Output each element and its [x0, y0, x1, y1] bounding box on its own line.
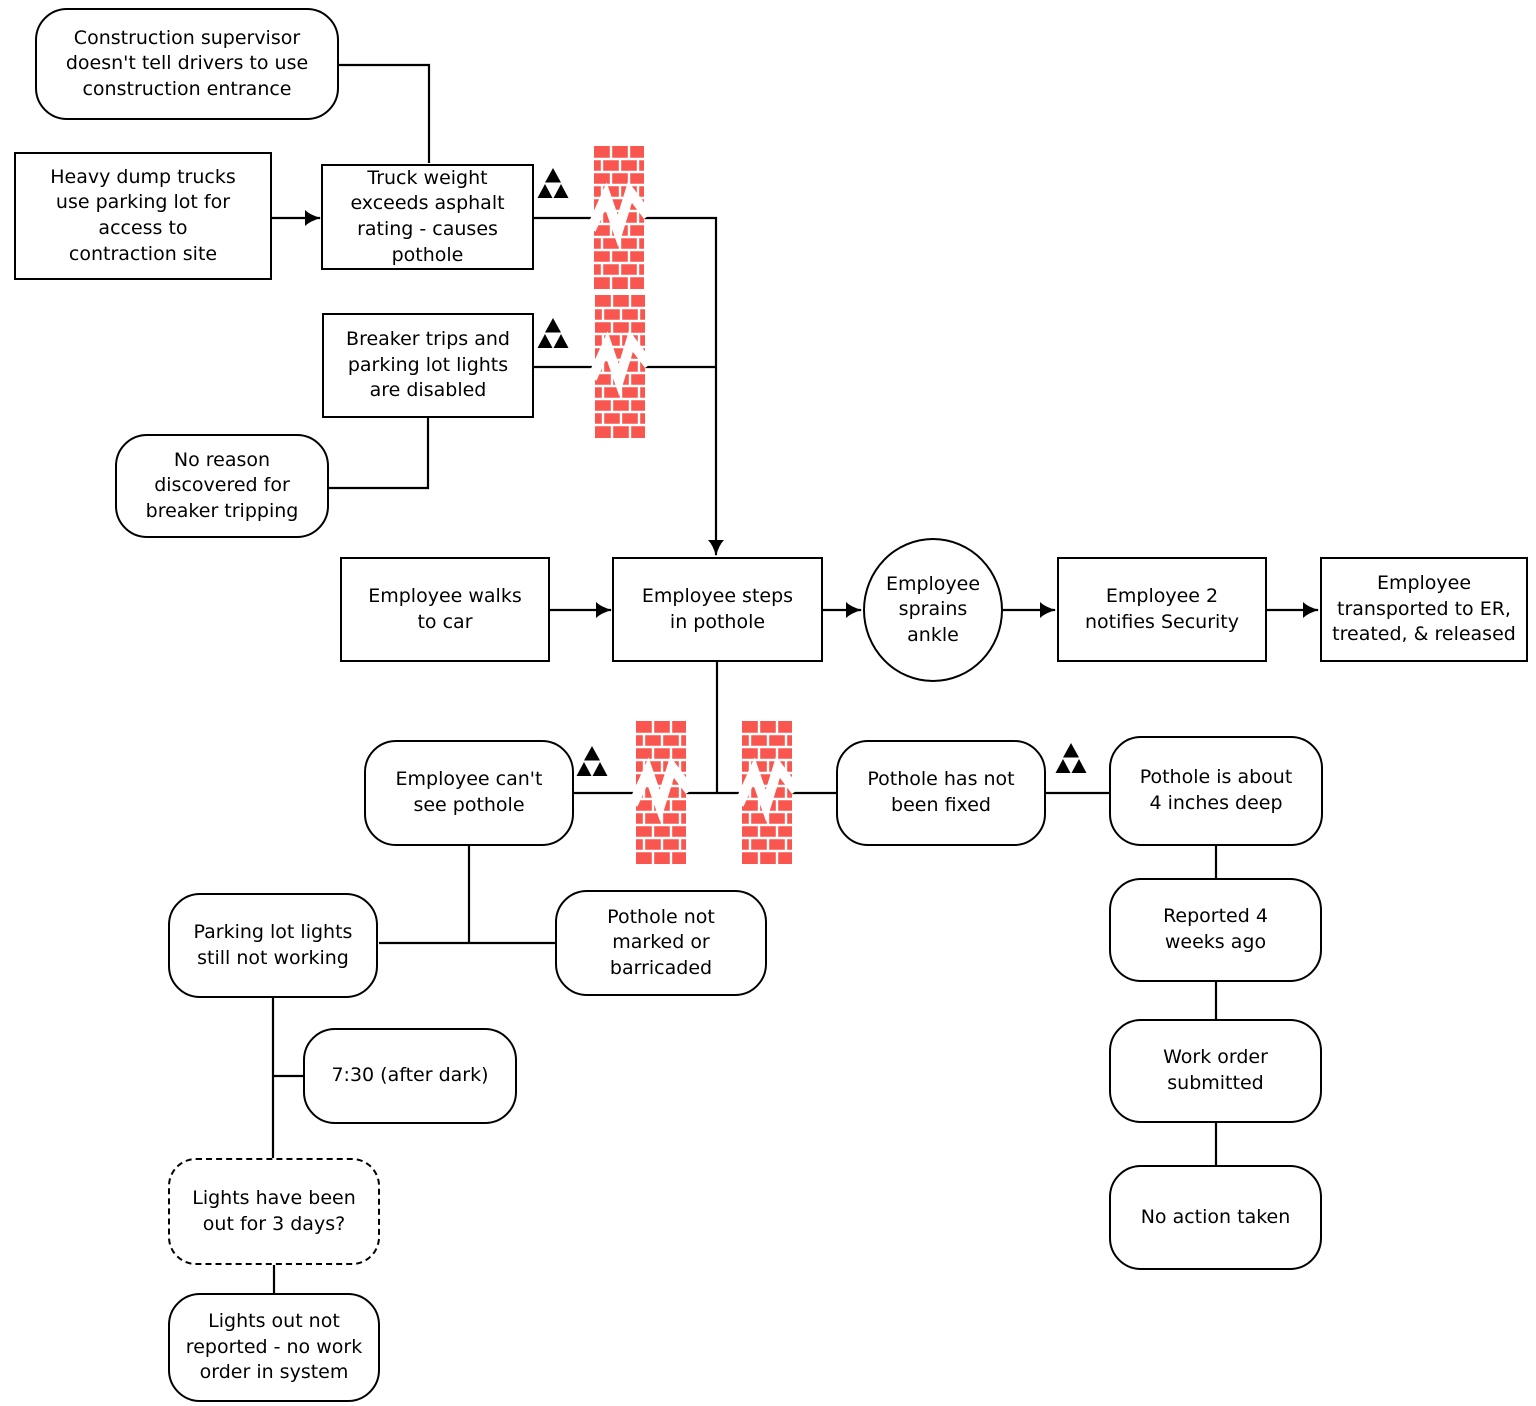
node-employee-steps: Employee steps in pothole [612, 557, 823, 662]
node-label: Lights out not reported - no work order … [185, 1310, 363, 1384]
brick-wall-barrier-icon [635, 721, 687, 864]
node-pothole-not-marked: Pothole not marked or barricaded [555, 890, 767, 996]
node-label: No reason discovered for breaker trippin… [145, 448, 299, 522]
node-label: Breaker trips and parking lot lights are… [346, 328, 510, 402]
node-employee-cant-see: Employee can't see pothole [364, 740, 574, 846]
brick-wall-barrier-icon [594, 295, 646, 438]
node-label: Employee sprains ankle [885, 572, 981, 646]
connector-supervisor-to-truckweight [339, 63, 431, 163]
node-label: Employee steps in pothole [641, 584, 794, 633]
node-lights-not-reported: Lights out not reported - no work order … [168, 1293, 380, 1402]
triple-triangle-icon [537, 318, 569, 348]
connector-breaker-to-noreason [329, 418, 430, 490]
node-label: Pothole is about 4 inches deep [1139, 766, 1293, 814]
brick-wall-barrier-icon [593, 146, 645, 289]
node-breaker-trips: Breaker trips and parking lot lights are… [322, 313, 534, 418]
node-employee-transported: Employee transported to ER, treated, & r… [1320, 557, 1528, 662]
node-label: Lights have been out for 3 days? [192, 1186, 356, 1235]
node-label: No action taken [1140, 1205, 1291, 1228]
node-label: 7:30 (after dark) [331, 1064, 489, 1087]
node-truck-weight: Truck weight exceeds asphalt rating - ca… [321, 164, 534, 270]
node-label: Employee transported to ER, treated, & r… [1332, 572, 1516, 646]
node-employee-sprains: Employee sprains ankle [863, 538, 1003, 682]
node-employee2-notifies: Employee 2 notifies Security [1057, 557, 1267, 662]
node-work-order: Work order submitted [1109, 1019, 1322, 1123]
triple-triangle-icon [576, 746, 608, 776]
node-label: Construction supervisor doesn't tell dri… [65, 26, 309, 100]
node-no-action: No action taken [1109, 1165, 1322, 1270]
node-no-reason: No reason discovered for breaker trippin… [115, 434, 329, 538]
node-label: Truck weight exceeds asphalt rating - ca… [350, 166, 505, 266]
node-label: Employee can't see pothole [395, 768, 543, 816]
node-label: Reported 4 weeks ago [1163, 905, 1268, 953]
brick-wall-barrier-icon [741, 721, 793, 864]
node-label: Work order submitted [1163, 1046, 1268, 1094]
node-label: Heavy dump trucks use parking lot for ac… [50, 165, 236, 265]
node-lights-out-duration: Lights have been out for 3 days? [168, 1158, 380, 1265]
node-label: Pothole has not been fixed [867, 768, 1015, 816]
node-pothole-not-fixed: Pothole has not been fixed [836, 740, 1046, 846]
node-label: Pothole not marked or barricaded [607, 905, 715, 979]
node-pothole-depth: Pothole is about 4 inches deep [1109, 736, 1323, 846]
node-construction-supervisor: Construction supervisor doesn't tell dri… [35, 8, 339, 120]
node-label: Employee 2 notifies Security [1084, 584, 1239, 633]
node-heavy-dump-trucks: Heavy dump trucks use parking lot for ac… [14, 152, 272, 280]
node-label: Parking lot lights still not working [193, 920, 353, 969]
node-employee-walks: Employee walks to car [340, 557, 550, 662]
node-label: Employee walks to car [368, 584, 522, 633]
node-reported-4-weeks: Reported 4 weeks ago [1109, 878, 1322, 982]
triple-triangle-icon [1055, 743, 1087, 773]
node-parking-lot-lights: Parking lot lights still not working [168, 893, 378, 998]
triple-triangle-icon [537, 168, 569, 198]
node-after-dark: 7:30 (after dark) [303, 1028, 517, 1124]
